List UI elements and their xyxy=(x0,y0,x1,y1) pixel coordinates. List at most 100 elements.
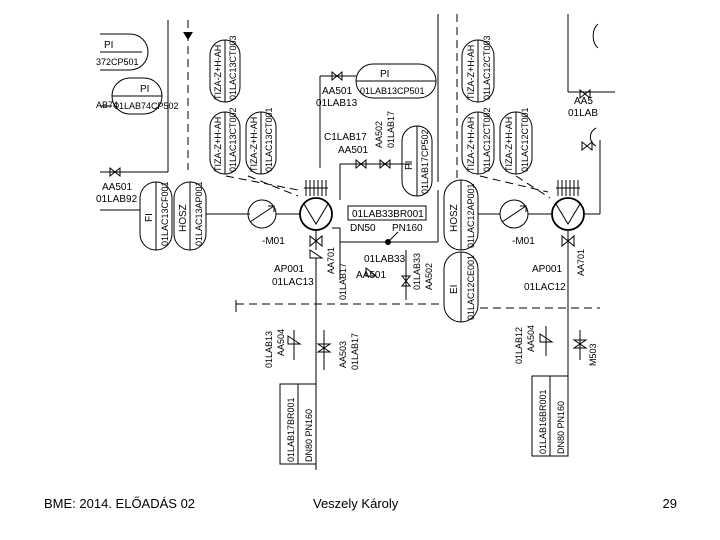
instrument-function: EI xyxy=(449,285,460,294)
tag-label: AA701 xyxy=(576,249,586,276)
instrument-tag: 01LAC12CT001 xyxy=(520,107,530,172)
tag-label: PN160 xyxy=(392,223,423,234)
tag-label: AA5 xyxy=(574,96,593,107)
tag-label: AA503 xyxy=(338,341,348,368)
instrument-function: TIZA-Z+H-AH xyxy=(213,45,223,100)
line-id-spec: DN80 PN160 xyxy=(556,401,566,454)
instrument-function: PI xyxy=(104,40,113,51)
tag-label: AP001 xyxy=(532,264,562,275)
tag-label: AP001 xyxy=(274,264,304,275)
valve-aa5-top xyxy=(579,88,591,100)
valve-aa501-top xyxy=(331,70,343,82)
line-id-01lab17br001: 01LAB17BR001 DN80 PN160 xyxy=(279,383,317,465)
valve-right-top xyxy=(581,140,593,152)
instrument-function: TIZA-Z+H-AH xyxy=(504,117,514,172)
instrument-tiza-01lac13ct001: TIZA-Z+H-AH 01LAC13CT001 xyxy=(245,107,277,175)
line-id-text: 01LAB16BR001 xyxy=(538,389,548,454)
line-id-text: 01LAB17BR001 xyxy=(286,397,296,462)
valve-aa504-left xyxy=(287,335,302,345)
instrument-pi-01lab17cp502: PI 01LAB17CP502 xyxy=(401,125,433,197)
instrument-function: PI xyxy=(380,69,389,80)
valve-m503 xyxy=(572,339,588,349)
instrument-tag: 01LAC13AP001 xyxy=(194,181,204,246)
tag-label: 01LAC12 xyxy=(524,282,566,293)
signal-line xyxy=(247,175,299,197)
tag-label: M503 xyxy=(588,343,598,366)
instrument-ei-01lac12ce001: EI 01LAC12CE001 xyxy=(443,251,479,323)
instrument-function: HOSZ xyxy=(449,204,460,232)
signal-line xyxy=(225,175,299,191)
instrument-tag: 01LAB74CP502 xyxy=(114,101,179,111)
tag-label: -M01 xyxy=(512,236,535,247)
instrument-function: TIZA-Z+H-AH xyxy=(213,117,223,172)
footer-author: Veszely Károly xyxy=(313,496,399,511)
instrument-tag: 01LAC12CE001 xyxy=(466,255,476,320)
footer-page-number: 29 xyxy=(662,496,677,511)
tag-label: 01LAC13 xyxy=(272,277,314,288)
line-id-01lab16br001: 01LAB16BR001 DN80 PN160 xyxy=(531,375,569,457)
tag-label: -M01 xyxy=(262,236,285,247)
tag-label: 01LAB33 xyxy=(412,253,422,290)
junction-leader xyxy=(387,231,399,243)
tag-label: AA504 xyxy=(276,329,286,356)
tag-label: 01LAB12 xyxy=(514,327,524,364)
instrument-tag: 01LAC12CT003 xyxy=(482,35,492,100)
instrument-tag: 01LAC13CT001 xyxy=(264,107,274,172)
valve-aa501-left xyxy=(109,166,121,178)
pump-01lac13ap001 xyxy=(299,180,333,250)
valve-aa504-right xyxy=(539,333,554,343)
instrument-tiza-01lac12ct002: TIZA-Z+H-AH 01LAC12CT002 xyxy=(461,107,495,175)
tag-label: DN50 xyxy=(350,223,376,234)
tag-label: AA501 xyxy=(338,145,368,156)
valve-aa502-mid xyxy=(379,158,391,170)
instrument-tiza-01lac12ct003: TIZA-Z+H-AH 01LAC12CT003 xyxy=(461,35,495,103)
instrument-function: TIZA-Z+H-AH xyxy=(466,45,476,100)
valve-check-left xyxy=(309,234,323,248)
line-id-spec: DN80 PN160 xyxy=(304,409,314,462)
tag-label: AA504 xyxy=(526,325,536,352)
flow-arrow xyxy=(183,32,193,40)
instrument-tag: 01LAC13CT003 xyxy=(228,35,238,100)
footer-course-label: BME: 2014. ELŐADÁS 02 xyxy=(44,496,196,511)
tag-label: AA501 xyxy=(356,270,386,281)
instrument-fi-01lac13cf001: FI 01LAC13CF001 xyxy=(139,181,173,251)
valve-aa502-bot xyxy=(400,275,412,287)
instrument-tag: 01LAC13CF001 xyxy=(160,181,170,246)
tag-label: 01LAB92 xyxy=(96,194,138,205)
line-id-text: 01LAB33BR001 xyxy=(352,209,424,220)
signal-line xyxy=(479,175,549,193)
instrument-tiza-01lac13ct002: TIZA-Z+H-AH 01LAC13CT002 xyxy=(209,107,241,175)
instrument-pi-01lab74cp502: PI 01LAB74CP502 xyxy=(111,77,179,115)
signal-line xyxy=(515,175,551,199)
instrument-partial xyxy=(592,23,599,49)
motor-m01-left xyxy=(247,199,277,229)
instrument-function: PI xyxy=(404,161,415,170)
instrument-tag: 01LAB17CP502 xyxy=(420,129,430,194)
instrument-pi-372cp501: PI 372CP501 xyxy=(96,33,149,71)
tag-label: 01LAB xyxy=(568,108,598,119)
line-id-01lab33br001: 01LAB33BR001 xyxy=(347,205,427,221)
tag-label: AA501 xyxy=(322,86,352,97)
valve-check-right xyxy=(561,234,575,248)
valve-aa503 xyxy=(316,343,332,353)
instrument-tiza-01lac12ct001: TIZA-Z+H-AH 01LAC12CT001 xyxy=(499,107,533,175)
tag-label: 01LAB13 xyxy=(316,98,358,109)
tag-label: 01LAB17 xyxy=(386,111,396,148)
tag-label: C1LAB17 xyxy=(324,132,367,143)
instrument-tag: 01LAC13CT002 xyxy=(228,107,238,172)
instrument-tag: 01LAC12AP001 xyxy=(466,183,476,248)
motor-m01-right xyxy=(499,199,529,229)
instrument-pi-01lab13cp501: PI 01LAB13CP501 xyxy=(355,63,437,99)
instrument-tag: 01LAC12CT002 xyxy=(482,107,492,172)
tag-label: AA502 xyxy=(374,121,384,148)
instrument-function: HOSZ xyxy=(178,204,189,232)
instrument-hosz-01lac12ap001: HOSZ 01LAC12AP001 xyxy=(443,179,479,251)
valve-aa501-mid xyxy=(355,158,367,170)
tag-label: AB74 xyxy=(96,100,118,110)
instrument-function: FI xyxy=(144,213,155,222)
instrument-function: TIZA-Z+H-AH xyxy=(466,117,476,172)
valve-check-left-2 xyxy=(309,249,324,259)
instrument-tiza-01lac13ct003: TIZA-Z+H-AH 01LAC13CT003 xyxy=(209,35,241,103)
tag-label: AA701 xyxy=(326,247,336,274)
